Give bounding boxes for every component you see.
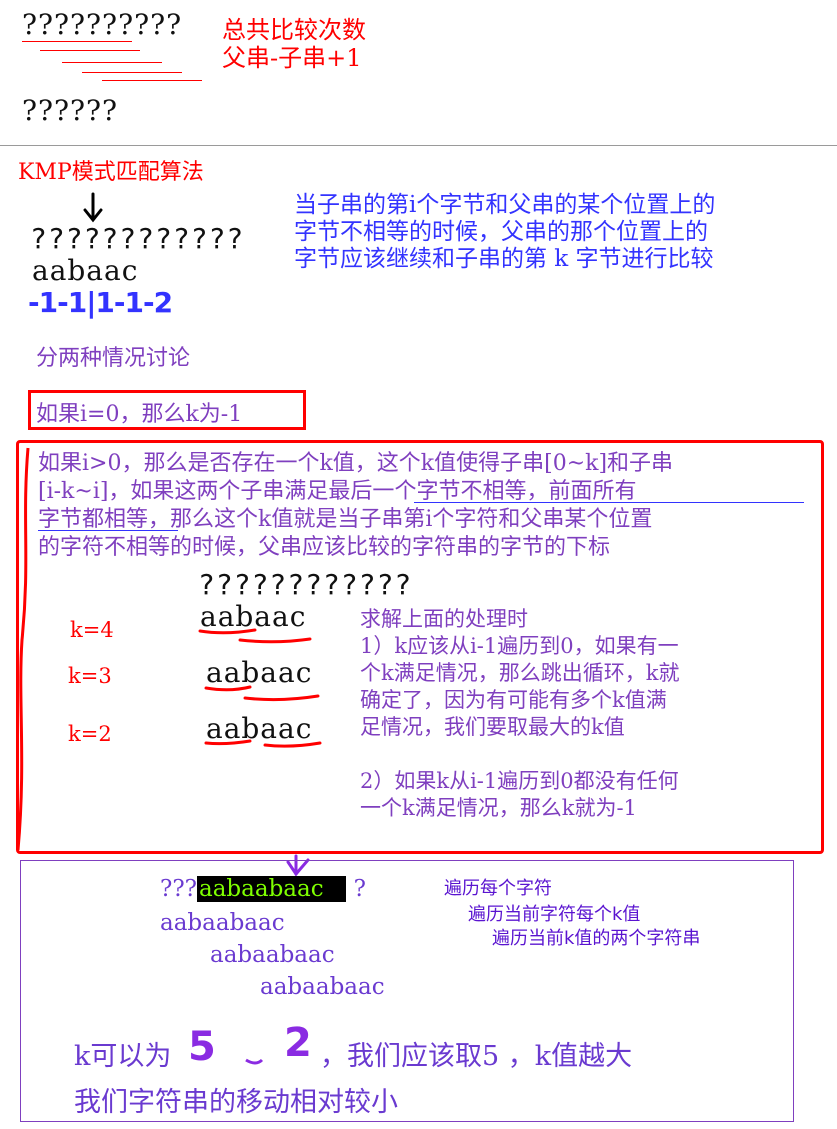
parent-placeholder: ????????????: [30, 222, 245, 255]
solution-block: 求解上面的处理时 1）k应该从i-1遍历到0，如果有一 个k满足情况，那么跳出循…: [360, 606, 679, 822]
k-can-be-label: k可以为: [74, 1041, 172, 1072]
bottom-box: [20, 860, 794, 1122]
case-2-line: 如果i>0，那么是否存在一个k值，这个k值使得子串[0~k]和子串: [38, 451, 674, 476]
k-label: k=4: [70, 618, 114, 642]
section-divider: [0, 145, 837, 146]
note-formula: 父串-子串+1: [222, 44, 362, 72]
kmp-title: KMP模式匹配算法: [18, 160, 204, 185]
bottom-parent-row: ???aabaabaac?: [160, 876, 366, 902]
underline-1: [22, 41, 132, 42]
explanation-line: 字节不相等的时候，父串的那个位置上的: [294, 219, 708, 245]
down-arrow-icon: [83, 192, 103, 223]
suffix-placeholder: ?: [353, 876, 366, 902]
prefix-placeholder: ???: [160, 876, 197, 902]
underline-condition: [414, 502, 804, 503]
solution-line: 一个k满足情况，那么k就为-1: [360, 796, 637, 820]
conclusion-line-1: ，我们应该取5 ，k值越大: [320, 1041, 633, 1072]
solution-line: 个k满足情况，那么跳出循环，k就: [360, 661, 680, 685]
solution-line: [360, 741, 679, 768]
shifted-string: aabaabaac: [210, 942, 335, 968]
case-1-box: [28, 390, 306, 430]
solution-line: 确定了，因为有可能有多个k值满: [360, 688, 667, 712]
conclusion-line-2: 我们字符串的移动相对较小: [74, 1087, 398, 1118]
case-2-box: [16, 440, 824, 854]
question-line-1: ??????????: [22, 8, 183, 41]
case-2-line: 的字符不相等的时候，父串应该比较的字符串的字节的下标: [38, 535, 611, 560]
example-parent-placeholder: ????????????: [198, 568, 413, 601]
solution-line: 足情况，我们要取最大的k值: [360, 715, 625, 739]
underline-2: [40, 50, 140, 51]
k-label: k=3: [68, 664, 112, 688]
example-string: aabaac: [206, 656, 313, 689]
underline-condition-2: [38, 530, 178, 531]
example-string: aabaac: [200, 600, 307, 633]
child-string: aabaac: [32, 254, 139, 287]
solution-line: 2）如果k从i-1遍历到0都没有任何: [360, 769, 679, 793]
case-1-text: 如果i=0，那么k为-1: [36, 402, 243, 427]
solution-line: 1）k应该从i-1遍历到0，如果有一: [360, 634, 679, 658]
case-2-line: 字节都相等，那么这个k值就是当子串第i个字符和父串某个位置: [38, 507, 653, 532]
k-label: k=2: [68, 722, 112, 746]
explanation-block: 当子串的第i个字节和父串的某个位置上的 字节不相等的时候，父串的那个位置上的 字…: [294, 192, 715, 273]
two-cases-label: 分两种情况讨论: [36, 346, 191, 371]
explanation-line: 字节应该继续和子串的第 k 字节进行比较: [294, 246, 714, 272]
loop-line: 遍历每个字符: [444, 878, 552, 899]
next-values: -1-1|1-1-2: [28, 286, 173, 319]
highlighted-string: aabaabaac: [197, 876, 346, 902]
loop-line: 遍历当前k值的两个字符串: [492, 928, 701, 949]
example-string: aabaac: [206, 712, 313, 745]
handwritten-five: 5: [188, 1024, 216, 1070]
question-line-2: ??????: [22, 94, 119, 127]
solution-line: 求解上面的处理时: [360, 607, 528, 631]
loop-line: 遍历当前字符每个k值: [468, 904, 641, 925]
shifted-string: aabaabaac: [160, 910, 285, 936]
note-total-comparisons: 总共比较次数: [222, 16, 366, 44]
underline-3: [62, 62, 162, 63]
handwritten-two: 2: [284, 1020, 312, 1066]
case-2-text: 如果i>0，那么是否存在一个k值，这个k值使得子串[0~k]和子串 [i-k~i…: [38, 450, 673, 562]
underline-4: [82, 72, 182, 73]
explanation-line: 当子串的第i个字节和父串的某个位置上的: [294, 192, 716, 218]
shifted-string: aabaabaac: [260, 974, 385, 1000]
case-2-line: [i-k~i]，如果这两个子串满足最后一个字节不相等，前面所有: [38, 479, 637, 504]
underline-5: [102, 80, 202, 81]
